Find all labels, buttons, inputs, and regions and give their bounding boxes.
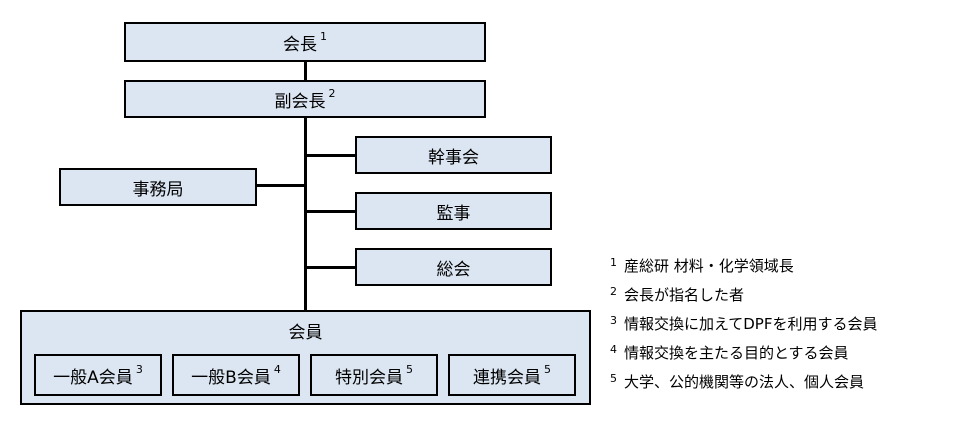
footnote-number: 4	[610, 343, 617, 356]
footnote-1: 1 産総研 材料・化学領域長	[610, 252, 877, 281]
member-type-label: 一般A会員	[53, 367, 133, 388]
footnote-number: 1	[610, 256, 617, 269]
footnote-number: 3	[610, 314, 617, 327]
president-note-ref: 1	[320, 29, 327, 43]
audit-label: 監事	[436, 203, 471, 224]
members-label: 会員	[288, 323, 323, 343]
footnote-2: 2 会長が指名した者	[610, 281, 877, 310]
footnote-text: 情報交換を主たる目的とする会員	[624, 344, 849, 362]
footnote-4: 4 情報交換を主たる目的とする会員	[610, 339, 877, 368]
vice-president-label: 副会長	[274, 91, 326, 112]
member-type-note-ref: 5	[406, 362, 413, 376]
secretariat-box: 事務局	[59, 168, 257, 206]
footnote-5: 5 大学、公的機関等の法人、個人会員	[610, 368, 877, 397]
footnote-number: 2	[610, 285, 617, 298]
member-type-label: 連携会員	[473, 367, 541, 388]
member-type-note-ref: 4	[273, 362, 281, 376]
member-type-note-ref: 5	[544, 362, 551, 376]
footnote-text: 産総研 材料・化学領域長	[624, 257, 794, 275]
board-box: 幹事会	[355, 136, 552, 174]
board-label: 幹事会	[428, 147, 479, 168]
member-type-label: 特別会員	[335, 367, 403, 388]
president-label: 会長	[283, 34, 317, 55]
footnote-3: 3 情報交換に加えてDPFを利用する会員	[610, 310, 877, 339]
connector-secretariat	[257, 184, 306, 187]
connector-audit	[305, 210, 355, 213]
footnote-number: 5	[610, 372, 617, 385]
footnote-text: 大学、公的機関等の法人、個人会員	[624, 373, 865, 391]
connector-assembly	[305, 266, 355, 269]
member-type-label: 一般B会員	[191, 367, 271, 388]
connector-board	[305, 154, 355, 157]
footnote-text: 情報交換に加えてDPFを利用する会員	[624, 315, 878, 333]
general-assembly-label: 総会	[436, 259, 471, 280]
audit-box: 監事	[355, 192, 552, 230]
general-assembly-box: 総会	[355, 248, 552, 286]
vice-president-note-ref: 2	[328, 86, 336, 100]
footnote-text: 会長が指名した者	[624, 286, 745, 304]
footnotes: 1 産総研 材料・化学領域長 2 会長が指名した者 3 情報交換に加えてDPFを利用す…	[610, 252, 877, 397]
member-type-note-ref: 3	[135, 362, 143, 376]
secretariat-label: 事務局	[132, 179, 184, 200]
